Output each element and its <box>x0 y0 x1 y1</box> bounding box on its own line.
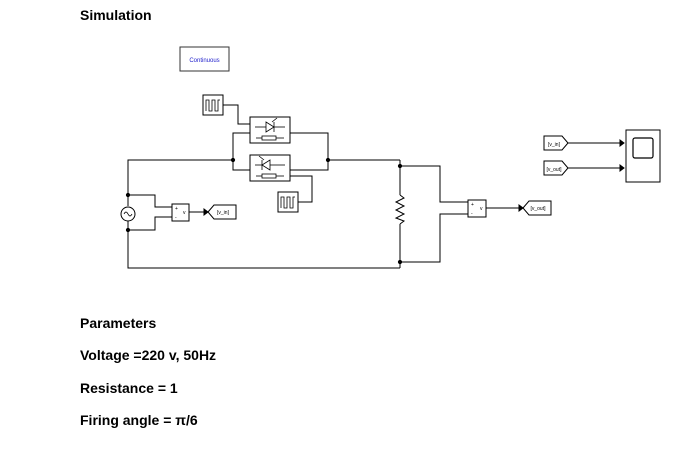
goto-tag-v-in[interactable]: [v_in] <box>207 204 237 220</box>
thyristor-icon <box>255 117 285 141</box>
pulse-generator-2[interactable] <box>277 191 299 213</box>
svg-text:-: - <box>175 215 177 221</box>
pulse-generator-1[interactable] <box>202 94 224 116</box>
ac-voltage-source[interactable] <box>120 200 136 228</box>
svg-text:[v_in]: [v_in] <box>548 142 561 148</box>
wires <box>125 104 625 269</box>
thyristor-1[interactable] <box>249 116 291 144</box>
svg-text:[v_out]: [v_out] <box>546 167 562 173</box>
simulink-model-diagram: Continuous <box>120 46 661 269</box>
resistor-icon <box>394 194 406 225</box>
thyristor-icon <box>255 155 285 179</box>
resistor-load[interactable] <box>394 194 406 225</box>
voltage-parameter: Voltage =220 v, 50Hz <box>80 347 217 363</box>
firing-angle-parameter: Firing angle = π/6 <box>80 412 198 428</box>
pulse-generator-icon <box>280 196 295 209</box>
parameters-heading: Parameters <box>80 315 157 331</box>
from-tag-v-in[interactable]: [v_in] <box>543 135 569 151</box>
thyristor-2[interactable] <box>249 154 291 182</box>
svg-text:-: - <box>471 211 473 217</box>
svg-text:v: v <box>183 210 186 216</box>
from-tag-v-out[interactable]: [v_out] <box>543 160 569 176</box>
scope-block[interactable] <box>625 129 661 183</box>
goto-tag-v-out[interactable]: [v_out] <box>522 200 552 216</box>
scope-icon <box>632 137 654 159</box>
svg-text:[v_in]: [v_in] <box>217 210 230 216</box>
voltage-measurement-in[interactable]: + - v <box>171 203 190 222</box>
svg-text:v: v <box>480 206 483 212</box>
voltage-measurement-out[interactable]: + - v <box>467 199 487 218</box>
solver-label: Continuous <box>189 58 219 64</box>
pulse-generator-icon <box>205 99 220 112</box>
svg-text:+: + <box>471 202 474 208</box>
svg-text:[v_out]: [v_out] <box>530 206 546 212</box>
resistance-parameter: Resistance = 1 <box>80 380 178 396</box>
powergui-block[interactable]: Continuous <box>179 46 230 72</box>
svg-text:+: + <box>175 206 178 212</box>
page-title: Simulation <box>80 7 152 23</box>
